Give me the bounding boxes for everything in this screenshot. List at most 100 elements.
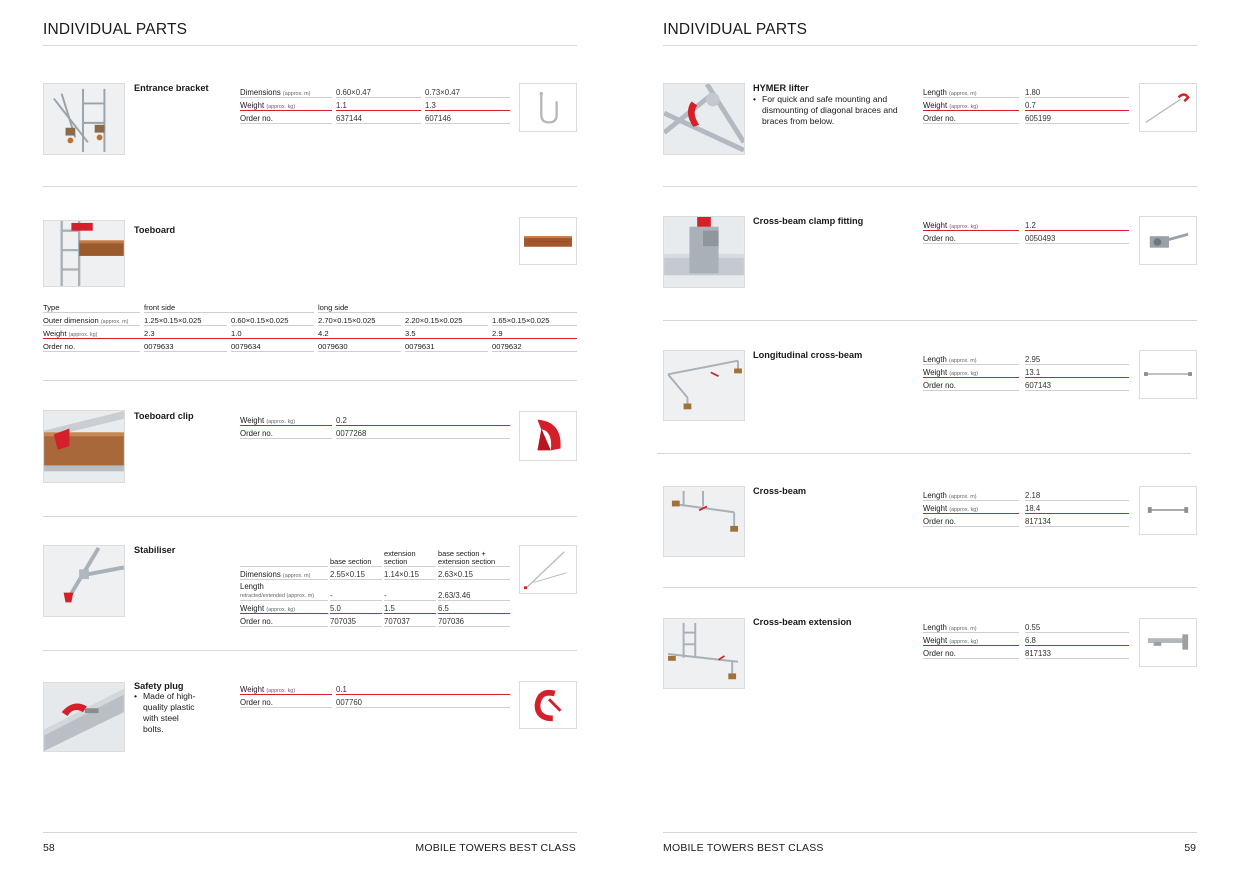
order-label: Order no. [240,110,332,124]
entrance-bracket-name: Entrance bracket [134,83,209,93]
cross-beam-name: Cross-beam [753,486,807,496]
hymer-lifter-description: For quick and safe mounting and dismount… [762,94,898,126]
length-value: - [384,579,436,601]
section-divider [43,516,577,517]
weight-unit: (approx. kg) [266,104,296,110]
weight-label: Weight [923,368,948,377]
dim-value: 2.63×0.15 [438,566,510,580]
length-label: Length [240,582,264,591]
extension-name: Cross-beam extension [753,617,852,627]
weight-label: Weight [240,685,265,694]
weight-value: 1.5 [384,600,436,614]
order-number: 637144 [336,110,421,124]
weight-label: Weight [923,504,948,513]
clamp-fitting-icon [1139,216,1197,265]
dim-label: Dimensions [240,88,281,97]
footer-rule [43,832,577,833]
weight-unit: (approx. kg) [949,507,979,513]
weight-value: 4.2 [318,325,401,339]
cross-beam-icon [1139,486,1197,535]
weight-label: Weight [923,636,948,645]
footer-title: MOBILE TOWERS BEST CLASS [663,842,824,854]
lifter-pole-icon [1139,83,1197,132]
safety-plug-bullet: • Made of high-quality plastic with stee… [134,691,198,735]
order-label: Order no. [923,645,1019,659]
toeboard-clip-photo [43,410,125,483]
weight-unit: (approx. kg) [68,332,98,338]
order-label: Order no. [923,110,1019,124]
clamp-fitting-photo [663,216,745,288]
order-number: 0079631 [405,338,488,352]
order-number: 607146 [425,110,510,124]
weight-value: 0.7 [1025,97,1129,111]
stabiliser-strut-icon [519,545,577,594]
length-unit: (approx. m) [949,91,977,97]
base-section-header: base section [330,546,382,567]
length-label: Length [923,355,947,364]
clamp-fitting-name: Cross-beam clamp fitting [753,216,864,226]
dim-value: 1.25×0.15×0.025 [144,312,227,326]
length-value: 2.95 [1025,352,1129,365]
order-number: 0077268 [336,425,510,439]
longitudinal-table: Length (approx. m) 2.95 Weight (approx. … [923,352,1129,391]
extension-section-header: extension section [384,546,436,567]
order-number: 0079634 [231,338,314,352]
length-value: - [330,579,382,601]
weight-value: 1.2 [1025,218,1129,231]
outer-dim-unit: (approx. m) [100,319,129,325]
hymer-lifter-bullet: • For quick and safe mounting and dismou… [753,94,903,127]
weight-value: 1.0 [231,325,314,339]
weight-unit: (approx. kg) [949,224,979,230]
longitudinal-name: Longitudinal cross-beam [753,350,863,360]
weight-unit: (approx. kg) [949,104,979,110]
dim-value: 2.70×0.15×0.025 [318,312,401,326]
combined-section-header: base section + extension section [438,546,510,567]
dim-unit: (approx. m) [282,91,311,97]
weight-value: 1.3 [425,97,510,111]
weight-label: Weight [923,101,948,110]
dim-value: 0.60×0.15×0.025 [231,312,314,326]
weight-label: Weight [43,329,67,338]
order-label: Order no. [240,613,328,627]
weight-value: 3.5 [405,325,488,339]
clamp-fitting-table: Weight (approx. kg) 1.2 Order no. 005049… [923,218,1129,244]
cross-beam-photo [663,486,745,557]
extension-photo [663,618,745,689]
dim-value: 0.73×0.47 [425,85,510,98]
safety-plug-table: Weight (approx. kg) 0.1 Order no. 007760 [240,682,510,708]
page-title: INDIVIDUAL PARTS [43,21,188,38]
outer-dim-label: Outer dimension [43,316,99,325]
bullet-dot: • [753,94,757,104]
weight-unit: (approx. kg) [266,688,296,694]
length-value: 2.63/3.46 [438,579,510,601]
hook-bracket-icon [519,83,577,132]
entrance-bracket-photo [43,83,125,155]
stabiliser-name: Stabiliser [134,545,176,555]
long-beam-icon [1139,350,1197,399]
section-divider [663,587,1197,588]
weight-value: 0.1 [336,682,510,695]
order-number: 0050493 [1025,230,1129,244]
section-divider [43,650,577,651]
order-number: 007760 [336,694,510,708]
length-value: 1.80 [1025,85,1129,98]
weight-value: 2.9 [492,325,577,339]
weight-unit: (approx. kg) [266,607,296,613]
weight-value: 0.2 [336,413,510,426]
wooden-plank-icon [519,217,577,265]
weight-label: Weight [923,221,948,230]
stabiliser-photo [43,545,125,617]
weight-value: 1.1 [336,97,421,111]
length-unit: retracted/extended (approx. m) [240,593,315,599]
dim-label: Dimensions [240,570,281,579]
safety-plug-name: Safety plug [134,681,184,691]
length-value: 2.18 [1025,488,1129,501]
length-value: 0.55 [1025,620,1129,633]
page-number: 59 [1184,842,1196,854]
weight-label: Weight [240,101,265,110]
hymer-lifter-table: Length (approx. m) 1.80 Weight (approx. … [923,85,1129,124]
order-number: 0079633 [144,338,227,352]
length-unit: (approx. m) [949,626,977,632]
section-divider [43,186,577,187]
weight-label: Weight [240,604,265,613]
